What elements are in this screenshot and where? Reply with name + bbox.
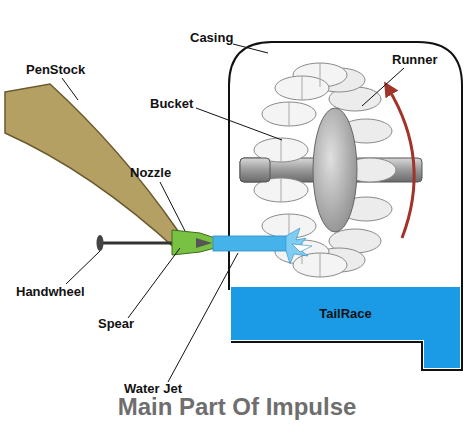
handwheel-symbol [97,235,104,251]
part-label: Runner [392,52,438,67]
diagram-caption: Main Part Of Impulse [0,393,474,421]
water-jet [213,236,288,251]
tailrace-water [231,287,460,368]
bucket-ridges [281,63,320,277]
part-label: Spear [98,316,134,331]
runner-buckets-back [313,68,396,272]
shaft-stub [240,158,270,182]
runner-hub [313,108,357,232]
casing-outline [229,42,462,370]
jet-splash [286,228,312,264]
part-label: Casing [190,30,233,45]
part-label: Bucket [150,96,193,111]
spear-tip [196,238,212,248]
part-label: Handwheel [16,284,85,299]
rotation-arrow [388,88,414,238]
tailrace-band: TailRace [231,287,460,340]
nozzle-body [172,230,215,255]
part-label: Nozzle [130,165,171,180]
node-text: TailRace [319,306,372,321]
part-label: PenStock [26,62,85,77]
